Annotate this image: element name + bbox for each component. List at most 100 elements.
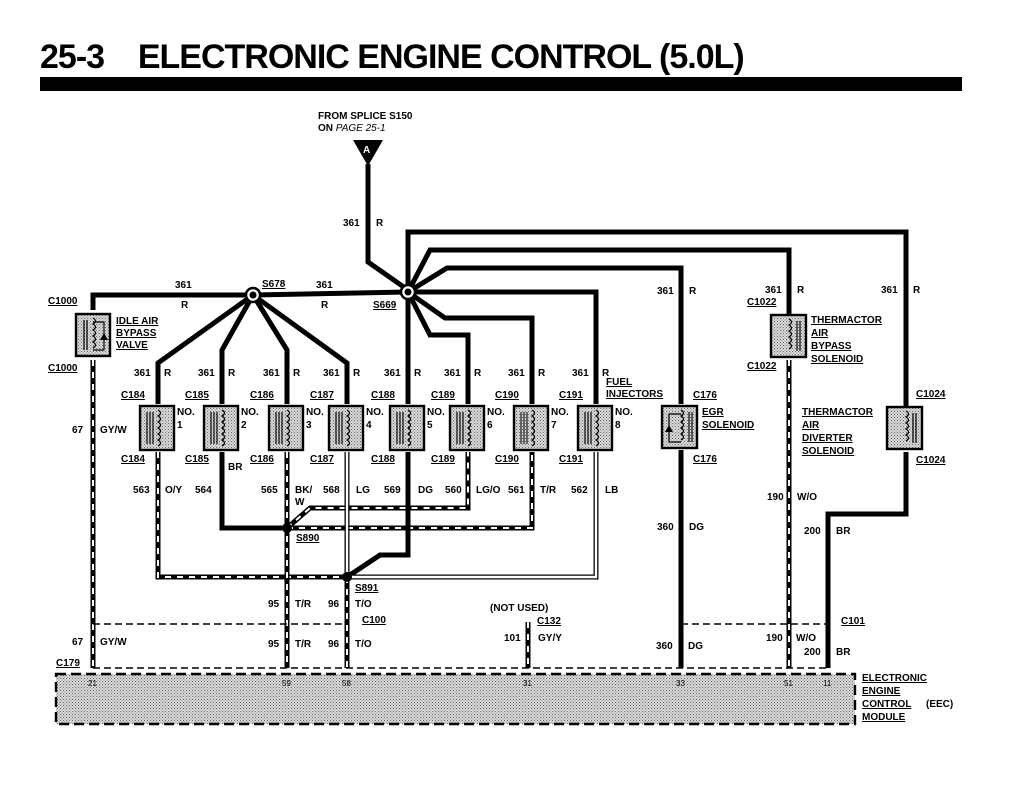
s891-label: S891 [355,583,379,594]
s678-s669-circuit: 361 [316,280,333,291]
injector-connector-bottom: C184 [121,454,145,465]
s890-label: S890 [296,533,320,544]
injector-no: NO. [306,407,324,418]
injector-in-circuit: 361 [444,368,461,379]
injectors-label-1: FUEL [606,377,632,388]
injector-in-color: R [414,368,422,379]
diode-icon [100,333,108,340]
wire-361-inj4 [251,292,350,404]
eec-pin-11: 11 [823,679,832,688]
injector-number: 5 [427,420,433,431]
injector-in-color: R [353,368,361,379]
injector-connector-top: C191 [559,390,583,401]
injector-in-color: R [474,368,482,379]
injector-number: 3 [306,420,312,431]
iab-out-circuit: 67 [72,425,84,436]
injector-in-color: R [228,368,236,379]
egr-in-color: R [689,286,697,297]
w96-circuit-upper: 96 [328,599,340,610]
inj6-out-circuit: 560 [445,485,462,496]
w96-color-upper: T/O [355,599,372,610]
injector-in-color: R [293,368,301,379]
wire-563-oy [157,452,347,578]
injector-no: NO. [366,407,384,418]
inj1-out-color: O/Y [165,485,183,496]
tad-label-3: DIVERTER [802,433,853,444]
tab-label-4: SOLENOID [811,354,863,365]
injector-connector-bottom: C188 [371,454,395,465]
iab-label-2: BYPASS [116,328,157,339]
c101-label: C101 [841,616,865,627]
iab-feed-circuit: 361 [175,280,192,291]
tad-label-1: THERMACTOR [802,407,874,418]
wire-361-egr [406,265,684,404]
c132-label: C132 [537,616,561,627]
injector-no: NO. [177,407,195,418]
injector-in-color: R [164,368,172,379]
injector-number: 6 [487,420,493,431]
eec-pin-21: 21 [88,679,97,688]
wire-361-feed [365,164,410,293]
tad-out-circuit: 200 [804,526,821,537]
tad-label-4: SOLENOID [802,446,854,457]
tad-connector-top: C1024 [916,389,946,400]
tab-label-1: THERMACTOR [811,315,883,326]
injector-connector-top: C188 [371,390,395,401]
w95-circuit-lower: 95 [268,639,280,650]
wire-560-lgo [286,452,469,529]
inj4-out-color: LG [356,485,370,496]
page-title: 25-3 ELECTRONIC ENGINE CONTROL (5.0L) [40,38,745,77]
injector-connector-bottom: C185 [185,454,209,465]
inj2-out-circuit: 564 [195,485,212,496]
injector-connector-top: C190 [495,390,519,401]
splice-s890 [282,523,292,533]
wire-561-tr [287,452,533,529]
iab-feed-color: R [181,300,189,311]
w96-circuit-lower: 96 [328,639,340,650]
injector-number: 7 [551,420,557,431]
iab-connector-bottom: C1000 [48,363,78,374]
w67-color: GY/W [100,637,127,648]
iab-label-1: IDLE AIR [116,316,159,327]
injector-no: NO. [487,407,505,418]
diode-icon [665,425,673,432]
egr-label-2: SOLENOID [702,420,754,431]
coil-icon [345,409,351,447]
injector-connector-bottom: C190 [495,454,519,465]
w96-color-lower: T/O [355,639,372,650]
tad-in-circuit: 361 [881,285,898,296]
egr-label-1: EGR [702,407,724,418]
w200-circuit: 200 [804,647,821,658]
wire-564-br [219,452,287,531]
wire-200-br [825,452,909,668]
wire-361-inj3 [250,293,290,404]
coil-icon [530,409,536,447]
tad-in-color: R [913,285,921,296]
wire-361-inj1 [155,292,255,404]
injector-in-circuit: 361 [572,368,589,379]
wire-361-tad [405,229,909,412]
w101-circuit: 101 [504,633,521,644]
injector-connector-top: C184 [121,390,145,401]
c179-label: C179 [56,658,80,669]
thermactor-air-bypass-solenoid [769,313,808,359]
tab-in-circuit: 361 [765,285,782,296]
inj4-out-circuit: 568 [323,485,340,496]
splice-s678 [244,286,262,304]
injector-connector-bottom: C187 [310,454,334,465]
injector-number: 1 [177,420,183,431]
w190-circuit: 190 [766,633,783,644]
egr-in-circuit: 361 [657,286,674,297]
eec-label-3: CONTROL [862,699,911,710]
injector-no: NO. [551,407,569,418]
injector-number: 4 [366,420,372,431]
iab-out-color: GY/W [100,425,127,436]
title-rule [40,77,962,91]
